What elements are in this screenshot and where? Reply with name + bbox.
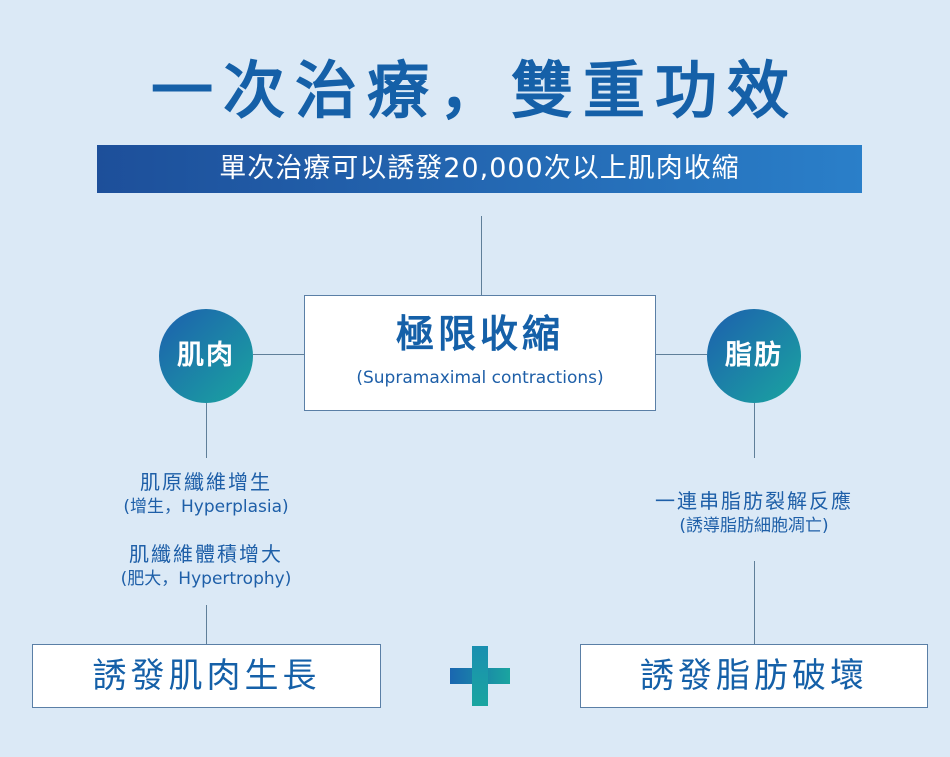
effect-main-text: 一連串脂肪裂解反應 (655, 489, 853, 513)
connector-right-down-1 (754, 403, 755, 458)
fat-circle: 脂肪 (707, 309, 801, 403)
subtitle-banner: 單次治療可以誘發20,000次以上肌肉收縮 (97, 145, 862, 193)
muscle-circle: 肌肉 (159, 309, 253, 403)
muscle-result-box: 誘發肌肉生長 (32, 644, 381, 708)
connector-left-horizontal (253, 354, 304, 355)
connector-right-horizontal (656, 354, 707, 355)
effect-sub-text: (誘導脂肪細胞凋亡) (679, 516, 829, 536)
effect-sub-text: (肥大，Hypertrophy) (120, 569, 292, 589)
center-box: 極限收縮 (Supramaximal contractions) (304, 295, 656, 411)
fat-result-box: 誘發脂肪破壞 (580, 644, 928, 708)
center-english-label: (Supramaximal contractions) (356, 368, 604, 388)
muscle-effect-hypertrophy: 肌纖維體積增大 (肥大，Hypertrophy) (86, 541, 326, 591)
muscle-effect-hyperplasia: 肌原纖維增生 (增生，Hyperplasia) (86, 469, 326, 519)
plus-icon-vertical (472, 646, 488, 706)
effect-main-text: 肌纖維體積增大 (129, 542, 283, 566)
connector-left-down-2 (206, 605, 207, 644)
connector-right-down-2 (754, 561, 755, 644)
center-main-label: 極限收縮 (395, 312, 564, 356)
effect-main-text: 肌原纖維增生 (140, 470, 272, 494)
connector-left-down-1 (206, 403, 207, 458)
connector-top-vertical (481, 216, 482, 295)
effect-sub-text: (增生，Hyperplasia) (123, 497, 289, 517)
fat-effect-lipolysis: 一連串脂肪裂解反應 (誘導脂肪細胞凋亡) (624, 488, 884, 538)
main-title: 一次治療，雙重功效 (150, 54, 799, 127)
